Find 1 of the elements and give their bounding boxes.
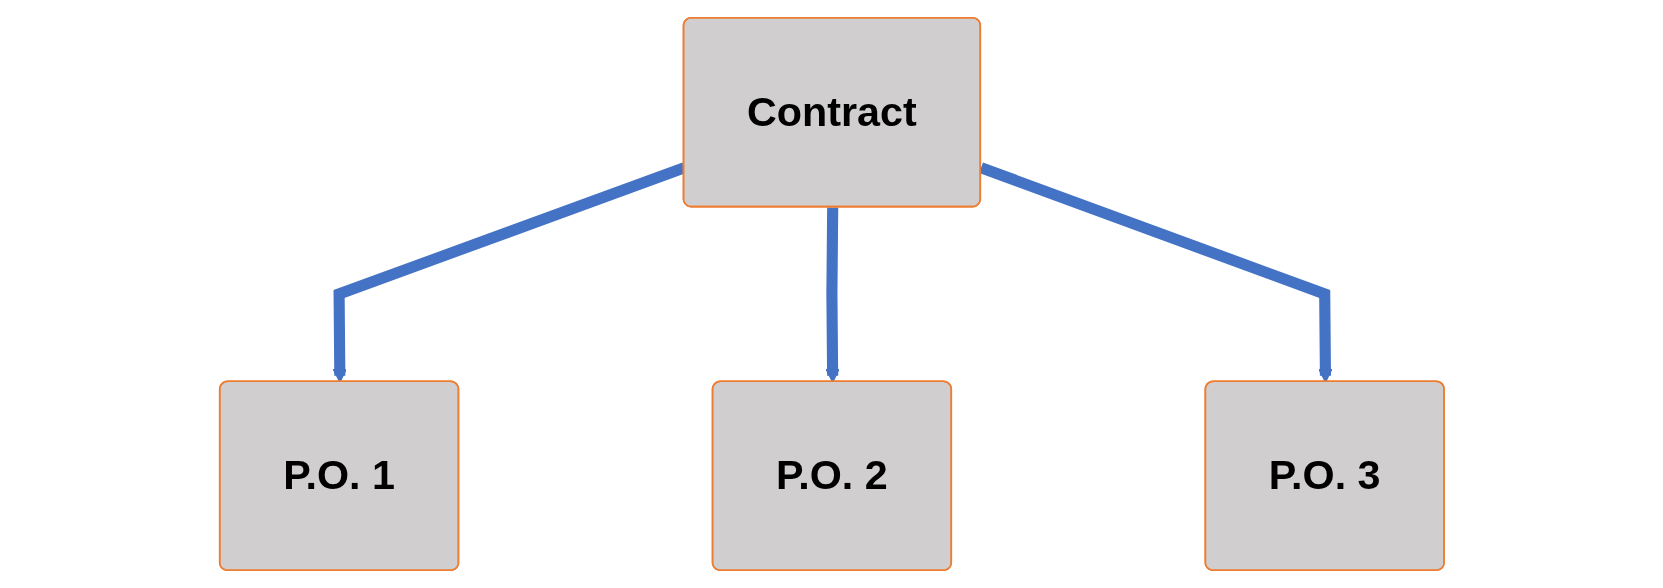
- arrow: [825, 207, 840, 383]
